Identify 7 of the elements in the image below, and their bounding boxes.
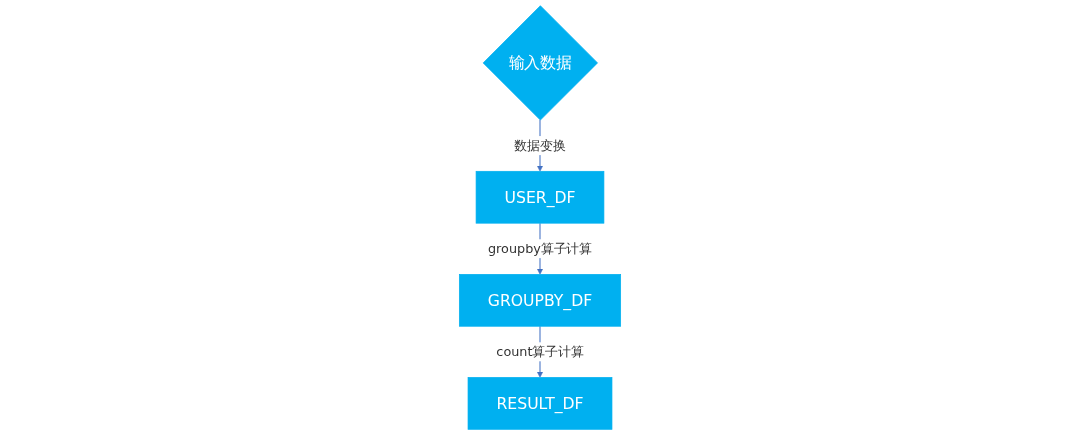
node-diamond: 输入数据 bbox=[482, 5, 598, 121]
node-box: USER_DF bbox=[475, 170, 605, 224]
edge-label: 数据变换 bbox=[514, 138, 566, 154]
node-box: GROUPBY_DF bbox=[459, 274, 621, 327]
node-box: RESULT_DF bbox=[467, 377, 613, 430]
edge-label: count算子计算 bbox=[496, 344, 584, 360]
edge-label: groupby算子计算 bbox=[487, 241, 593, 257]
